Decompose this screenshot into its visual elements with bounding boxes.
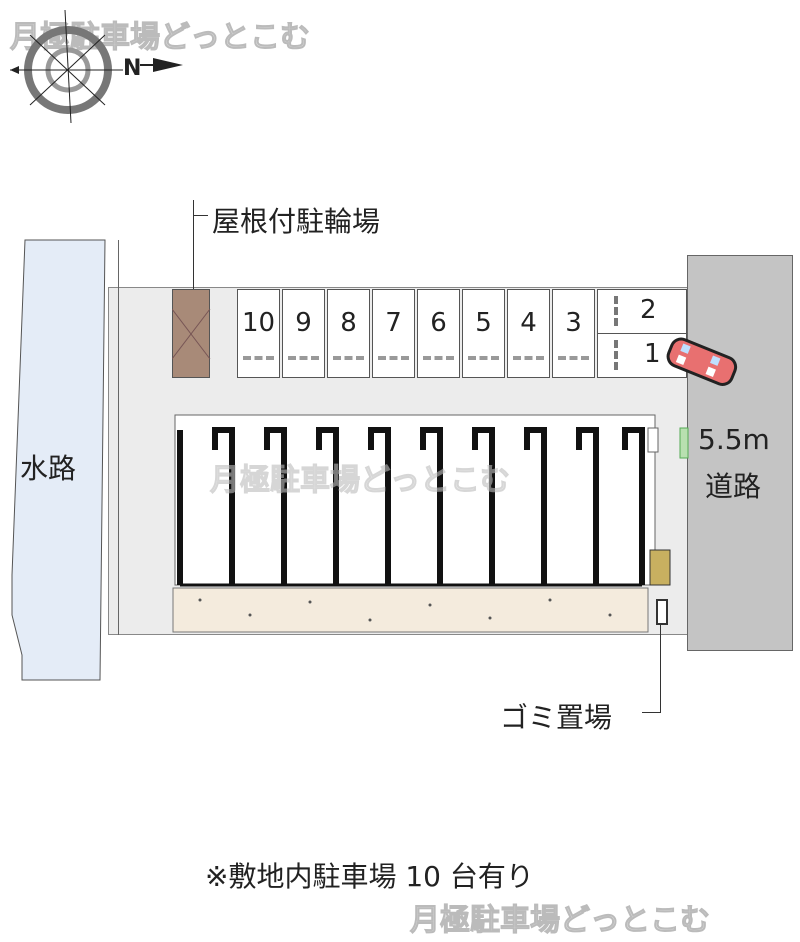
leader-line xyxy=(193,200,194,289)
canal xyxy=(11,239,106,681)
parking-stall-4[interactable]: 4 xyxy=(507,289,550,378)
parking-note: ※敷地内駐車場 10 台有り xyxy=(205,860,534,893)
watermark-center: 月極駐車場どっとこむ xyxy=(210,463,511,499)
canal-label: 水路 xyxy=(20,452,77,485)
parking-stall-7[interactable]: 7 xyxy=(372,289,415,378)
parking-stall-6[interactable]: 6 xyxy=(417,289,460,378)
stall-number: 9 xyxy=(295,308,312,338)
compass-icon: N xyxy=(10,9,183,124)
stall-number: 7 xyxy=(385,308,402,338)
parking-stall-5[interactable]: 5 xyxy=(462,289,505,378)
stall-marking xyxy=(614,340,618,370)
garbage-label: ゴミ置場 xyxy=(500,701,613,734)
stall-number: 4 xyxy=(520,308,537,338)
building xyxy=(172,414,689,633)
bike-shelter xyxy=(172,289,211,378)
parking-stall-10[interactable]: 10 xyxy=(237,289,280,378)
road-label: 道路 xyxy=(705,470,762,503)
road-width-label: 5.5m xyxy=(698,423,770,456)
stall-number: 5 xyxy=(475,308,492,338)
leader-line xyxy=(660,625,661,713)
watermark-bottom: 月極駐車場どっとこむ xyxy=(410,903,711,939)
svg-text:N: N xyxy=(123,56,141,81)
leader-line xyxy=(193,215,208,216)
stall-number: 2 xyxy=(640,295,657,325)
leader-line xyxy=(642,712,660,713)
parking-stall-3[interactable]: 3 xyxy=(552,289,595,378)
stall-number: 8 xyxy=(340,308,357,338)
boundary-line xyxy=(118,240,119,635)
car-icon xyxy=(666,337,738,386)
stall-marking xyxy=(614,296,618,326)
stall-number: 6 xyxy=(430,308,447,338)
parking-stall-8[interactable]: 8 xyxy=(327,289,370,378)
stall-number: 10 xyxy=(241,308,276,338)
stall-number: 3 xyxy=(565,308,582,338)
bike-shelter-label: 屋根付駐輪場 xyxy=(212,205,381,238)
stall-number: 1 xyxy=(644,339,661,369)
parking-stall-9[interactable]: 9 xyxy=(282,289,325,378)
parking-stall-2[interactable]: 2 xyxy=(597,289,687,334)
